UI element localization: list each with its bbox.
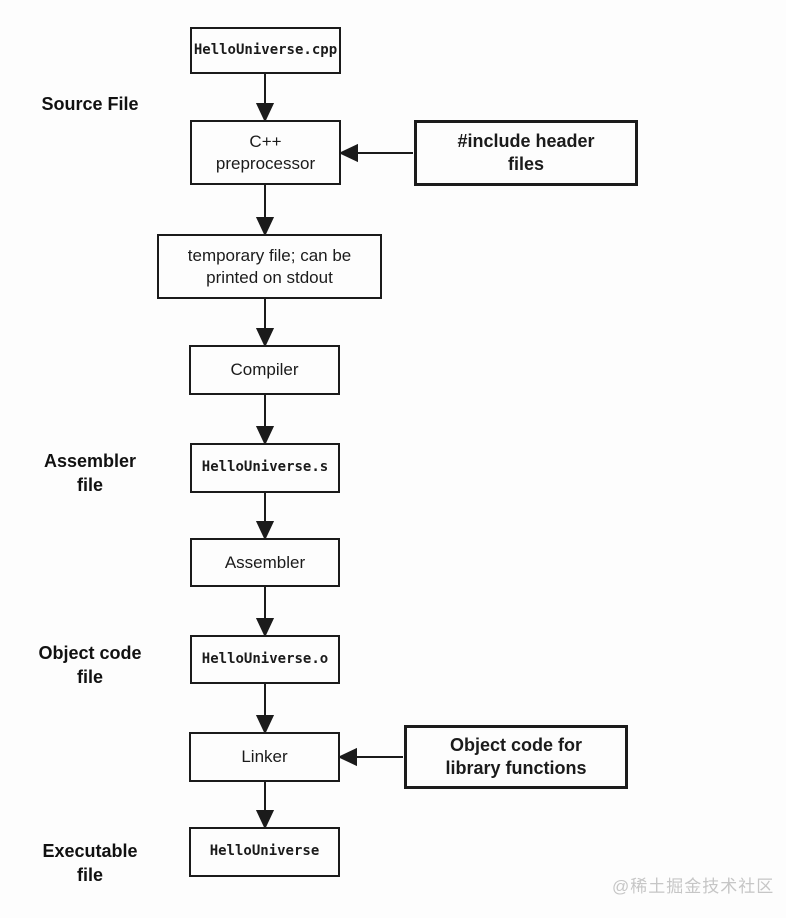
node-library-object-code: Object code for library functions — [404, 725, 628, 789]
label-assembler-file: Assembler file — [43, 451, 137, 495]
node-executable-file: HelloUniverse — [189, 827, 340, 877]
label-executable-file: Executable file — [42, 841, 138, 885]
node-linker: Linker — [189, 732, 340, 782]
node-compiler: Compiler — [189, 345, 340, 395]
node-assembly-file: HelloUniverse.s — [190, 443, 340, 493]
arrow-preprocessor-to-tempfile — [255, 185, 275, 237]
node-object-file: HelloUniverse.o — [190, 635, 340, 684]
arrow-assemblyfile-to-assembler — [255, 493, 275, 541]
arrow-libraries-to-linker — [337, 747, 403, 767]
node-temporary-file: temporary file; can be printed on stdout — [157, 234, 382, 299]
label-source-file: Source File — [41, 94, 139, 114]
arrow-compiler-to-assemblyfile — [255, 395, 275, 446]
watermark-text: @稀土掘金技术社区 — [612, 877, 775, 896]
arrow-headers-to-preprocessor — [338, 143, 413, 163]
label-object-code-file: Object code file — [38, 643, 142, 687]
arrow-source-to-preprocessor — [255, 74, 275, 123]
arrow-objectfile-to-linker — [255, 684, 275, 735]
node-cpp-preprocessor: C++ preprocessor — [190, 120, 341, 185]
arrow-tempfile-to-compiler — [255, 299, 275, 348]
node-assembler: Assembler — [190, 538, 340, 587]
node-source-file: HelloUniverse.cpp — [190, 27, 341, 74]
arrow-linker-to-executable — [255, 782, 275, 830]
arrow-assembler-to-objectfile — [255, 587, 275, 638]
node-include-headers: #include header files — [414, 120, 638, 186]
